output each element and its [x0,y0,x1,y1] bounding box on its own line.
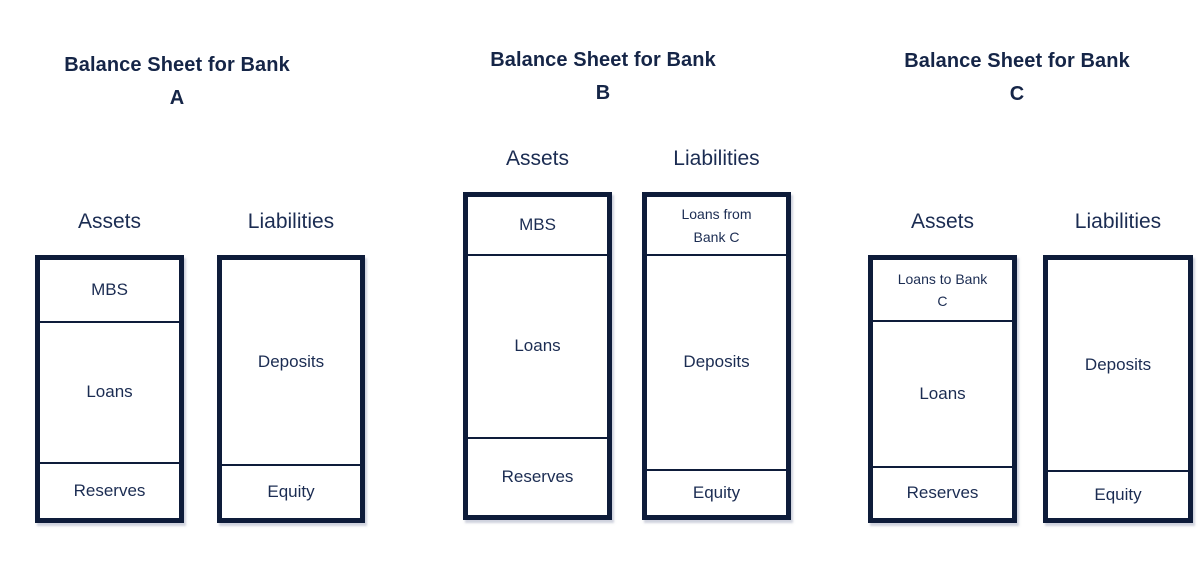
bank-c-title: Balance Sheet for Bank C [877,45,1157,111]
bank-c-liabilities-header: Liabilities [1074,210,1162,233]
bank-a-assets-box: MBS Loans Reserves [35,255,184,523]
bank-b-title-line2: B [595,82,611,104]
bank-a-liabilities-section-deposits: Deposits [257,351,325,371]
bank-a-assets-section-reserves: Reserves [40,462,179,518]
bank-c-assets-box: Loans to Bank C Loans Reserves [868,255,1017,523]
bank-a-title-line1: Balance Sheet for Bank [64,54,290,76]
bank-b-liabilities-box: Loans from Bank C Deposits Equity [642,192,791,520]
bank-a-liabilities-section-equity: Equity [222,464,360,518]
bank-b-liabilities-section-deposits: Deposits [647,254,786,469]
bank-a-assets-header: Assets [77,210,142,233]
bank-c-assets-section-reserves: Reserves [873,466,1012,518]
bank-c-assets-header: Assets [910,210,975,233]
bank-a-assets-section-loans: Loans [40,321,179,462]
bank-a-liabilities-box: Deposits Equity [217,255,365,523]
bank-c-liabilities-box: Deposits Equity [1043,255,1193,523]
bank-b-title: Balance Sheet for Bank B [463,44,743,110]
bank-b-assets-section-reserves: Reserves [468,437,607,515]
bank-b-assets-header: Assets [505,147,570,170]
bank-c-assets-section-loans-to-bank-c: Loans to Bank C [897,270,988,309]
bank-b-title-line1: Balance Sheet for Bank [490,49,716,71]
bank-b-assets-section-mbs: MBS [519,215,556,235]
bank-c-liabilities-section-deposits: Deposits [1084,354,1152,374]
bank-b-liabilities-header: Liabilities [673,147,760,170]
bank-b-assets-box: MBS Loans Reserves [463,192,612,520]
bank-c-assets-section-loans: Loans [873,320,1012,466]
bank-b-liabilities-section-equity: Equity [647,469,786,515]
bank-c-title-line1: Balance Sheet for Bank [904,50,1130,72]
bank-a-title: Balance Sheet for Bank A [37,49,317,115]
bank-a-liabilities-header: Liabilities [247,210,335,233]
bank-a-assets-section-mbs: MBS [91,280,128,300]
bank-b-assets-section-loans: Loans [468,254,607,437]
bank-b-liabilities-section-loans-from-bank-c: Loans from Bank C [681,206,752,245]
bank-c-title-line2: C [1009,83,1025,105]
bank-a-title-line2: A [169,87,185,109]
bank-c-liabilities-section-equity: Equity [1048,470,1188,518]
